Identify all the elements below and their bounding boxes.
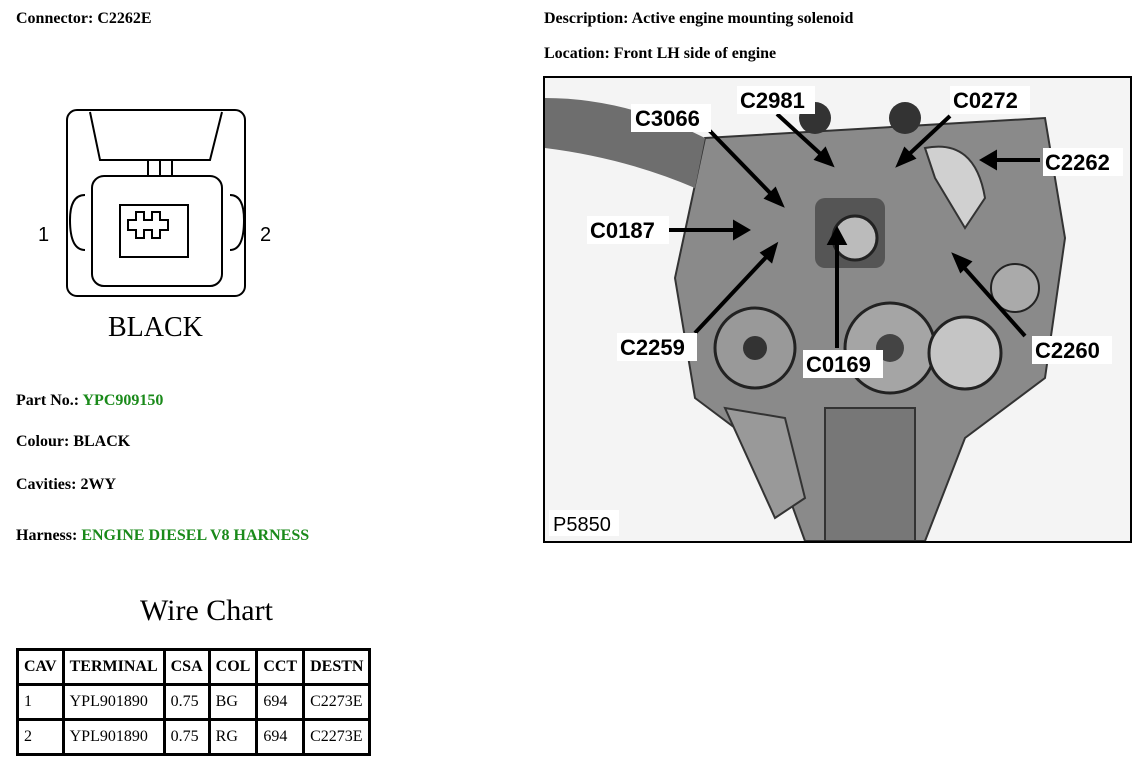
callout-c3066: C3066 bbox=[635, 106, 700, 131]
engine-illustration bbox=[545, 98, 1067, 541]
harness-line: Harness: ENGINE DIESEL V8 HARNESS bbox=[16, 527, 309, 545]
colour-line: Colour: BLACK bbox=[16, 433, 130, 451]
cell-terminal: YPL901890 bbox=[61, 718, 166, 756]
callout-c2260: C2260 bbox=[1035, 338, 1100, 363]
table-row: 2 YPL901890 0.75 RG 694 C2273E bbox=[16, 718, 372, 756]
location-value: Front LH side of engine bbox=[613, 45, 777, 62]
connector-value: C2262E bbox=[97, 10, 152, 27]
cell-destn: C2273E bbox=[302, 718, 372, 756]
cavities-value: 2WY bbox=[80, 476, 116, 493]
description-heading: Description: Active engine mounting sole… bbox=[544, 10, 853, 28]
callout-c2981: C2981 bbox=[740, 88, 805, 113]
callout-c0187: C0187 bbox=[590, 218, 655, 243]
cell-col: BG bbox=[207, 683, 259, 721]
part-no-label: Part No.: bbox=[16, 392, 80, 409]
photo-reference: P5850 bbox=[553, 514, 611, 536]
harness-link[interactable]: ENGINE DIESEL V8 HARNESS bbox=[81, 527, 310, 544]
connector-face-diagram: 1 2 BLACK bbox=[38, 109, 271, 343]
header-terminal: TERMINAL bbox=[61, 648, 166, 686]
pin-2-label: 2 bbox=[260, 224, 271, 246]
engine-location-image: C3066 C2981 C0272 C2262 C0187 C2259 C016… bbox=[543, 76, 1132, 543]
description-label: Description: bbox=[544, 10, 629, 27]
cell-terminal: YPL901890 bbox=[61, 683, 166, 721]
callout-c0272: C0272 bbox=[953, 88, 1018, 113]
cell-csa: 0.75 bbox=[162, 718, 211, 756]
part-no-link[interactable]: YPC909150 bbox=[82, 392, 164, 409]
table-row: 1 YPL901890 0.75 BG 694 C2273E bbox=[16, 683, 372, 721]
connector-heading: Connector: C2262E bbox=[16, 10, 152, 28]
connector-label: Connector: bbox=[16, 10, 94, 27]
cell-col: RG bbox=[207, 718, 259, 756]
cell-cav: 2 bbox=[16, 718, 65, 756]
cell-csa: 0.75 bbox=[162, 683, 211, 721]
part-no-line: Part No.: YPC909150 bbox=[16, 392, 163, 410]
header-col: COL bbox=[207, 648, 259, 686]
wire-chart-header-row: CAV TERMINAL CSA COL CCT DESTN bbox=[16, 648, 372, 686]
pin-1-label: 1 bbox=[38, 224, 49, 246]
header-cct: CCT bbox=[255, 648, 306, 686]
callout-c0169: C0169 bbox=[806, 352, 871, 377]
cell-destn: C2273E bbox=[302, 683, 372, 721]
wire-chart-table: CAV TERMINAL CSA COL CCT DESTN 1 YPL9018… bbox=[16, 648, 372, 756]
cavities-label: Cavities: bbox=[16, 476, 77, 493]
wire-chart-title: Wire Chart bbox=[140, 594, 273, 627]
header-csa: CSA bbox=[162, 648, 211, 686]
callout-c2262: C2262 bbox=[1045, 150, 1110, 175]
cavities-line: Cavities: 2WY bbox=[16, 476, 116, 494]
harness-label: Harness: bbox=[16, 527, 78, 544]
header-destn: DESTN bbox=[302, 648, 372, 686]
header-cav: CAV bbox=[16, 648, 65, 686]
colour-label: Colour: bbox=[16, 433, 70, 450]
callout-c2259: C2259 bbox=[620, 335, 685, 360]
cell-cct: 694 bbox=[255, 683, 306, 721]
location-heading: Location: Front LH side of engine bbox=[544, 45, 776, 63]
location-label: Location: bbox=[544, 45, 610, 62]
description-value: Active engine mounting solenoid bbox=[631, 10, 854, 27]
diagram-colour-caption: BLACK bbox=[108, 312, 203, 343]
colour-value: BLACK bbox=[73, 433, 131, 450]
cell-cct: 694 bbox=[255, 718, 306, 756]
cell-cav: 1 bbox=[16, 683, 65, 721]
